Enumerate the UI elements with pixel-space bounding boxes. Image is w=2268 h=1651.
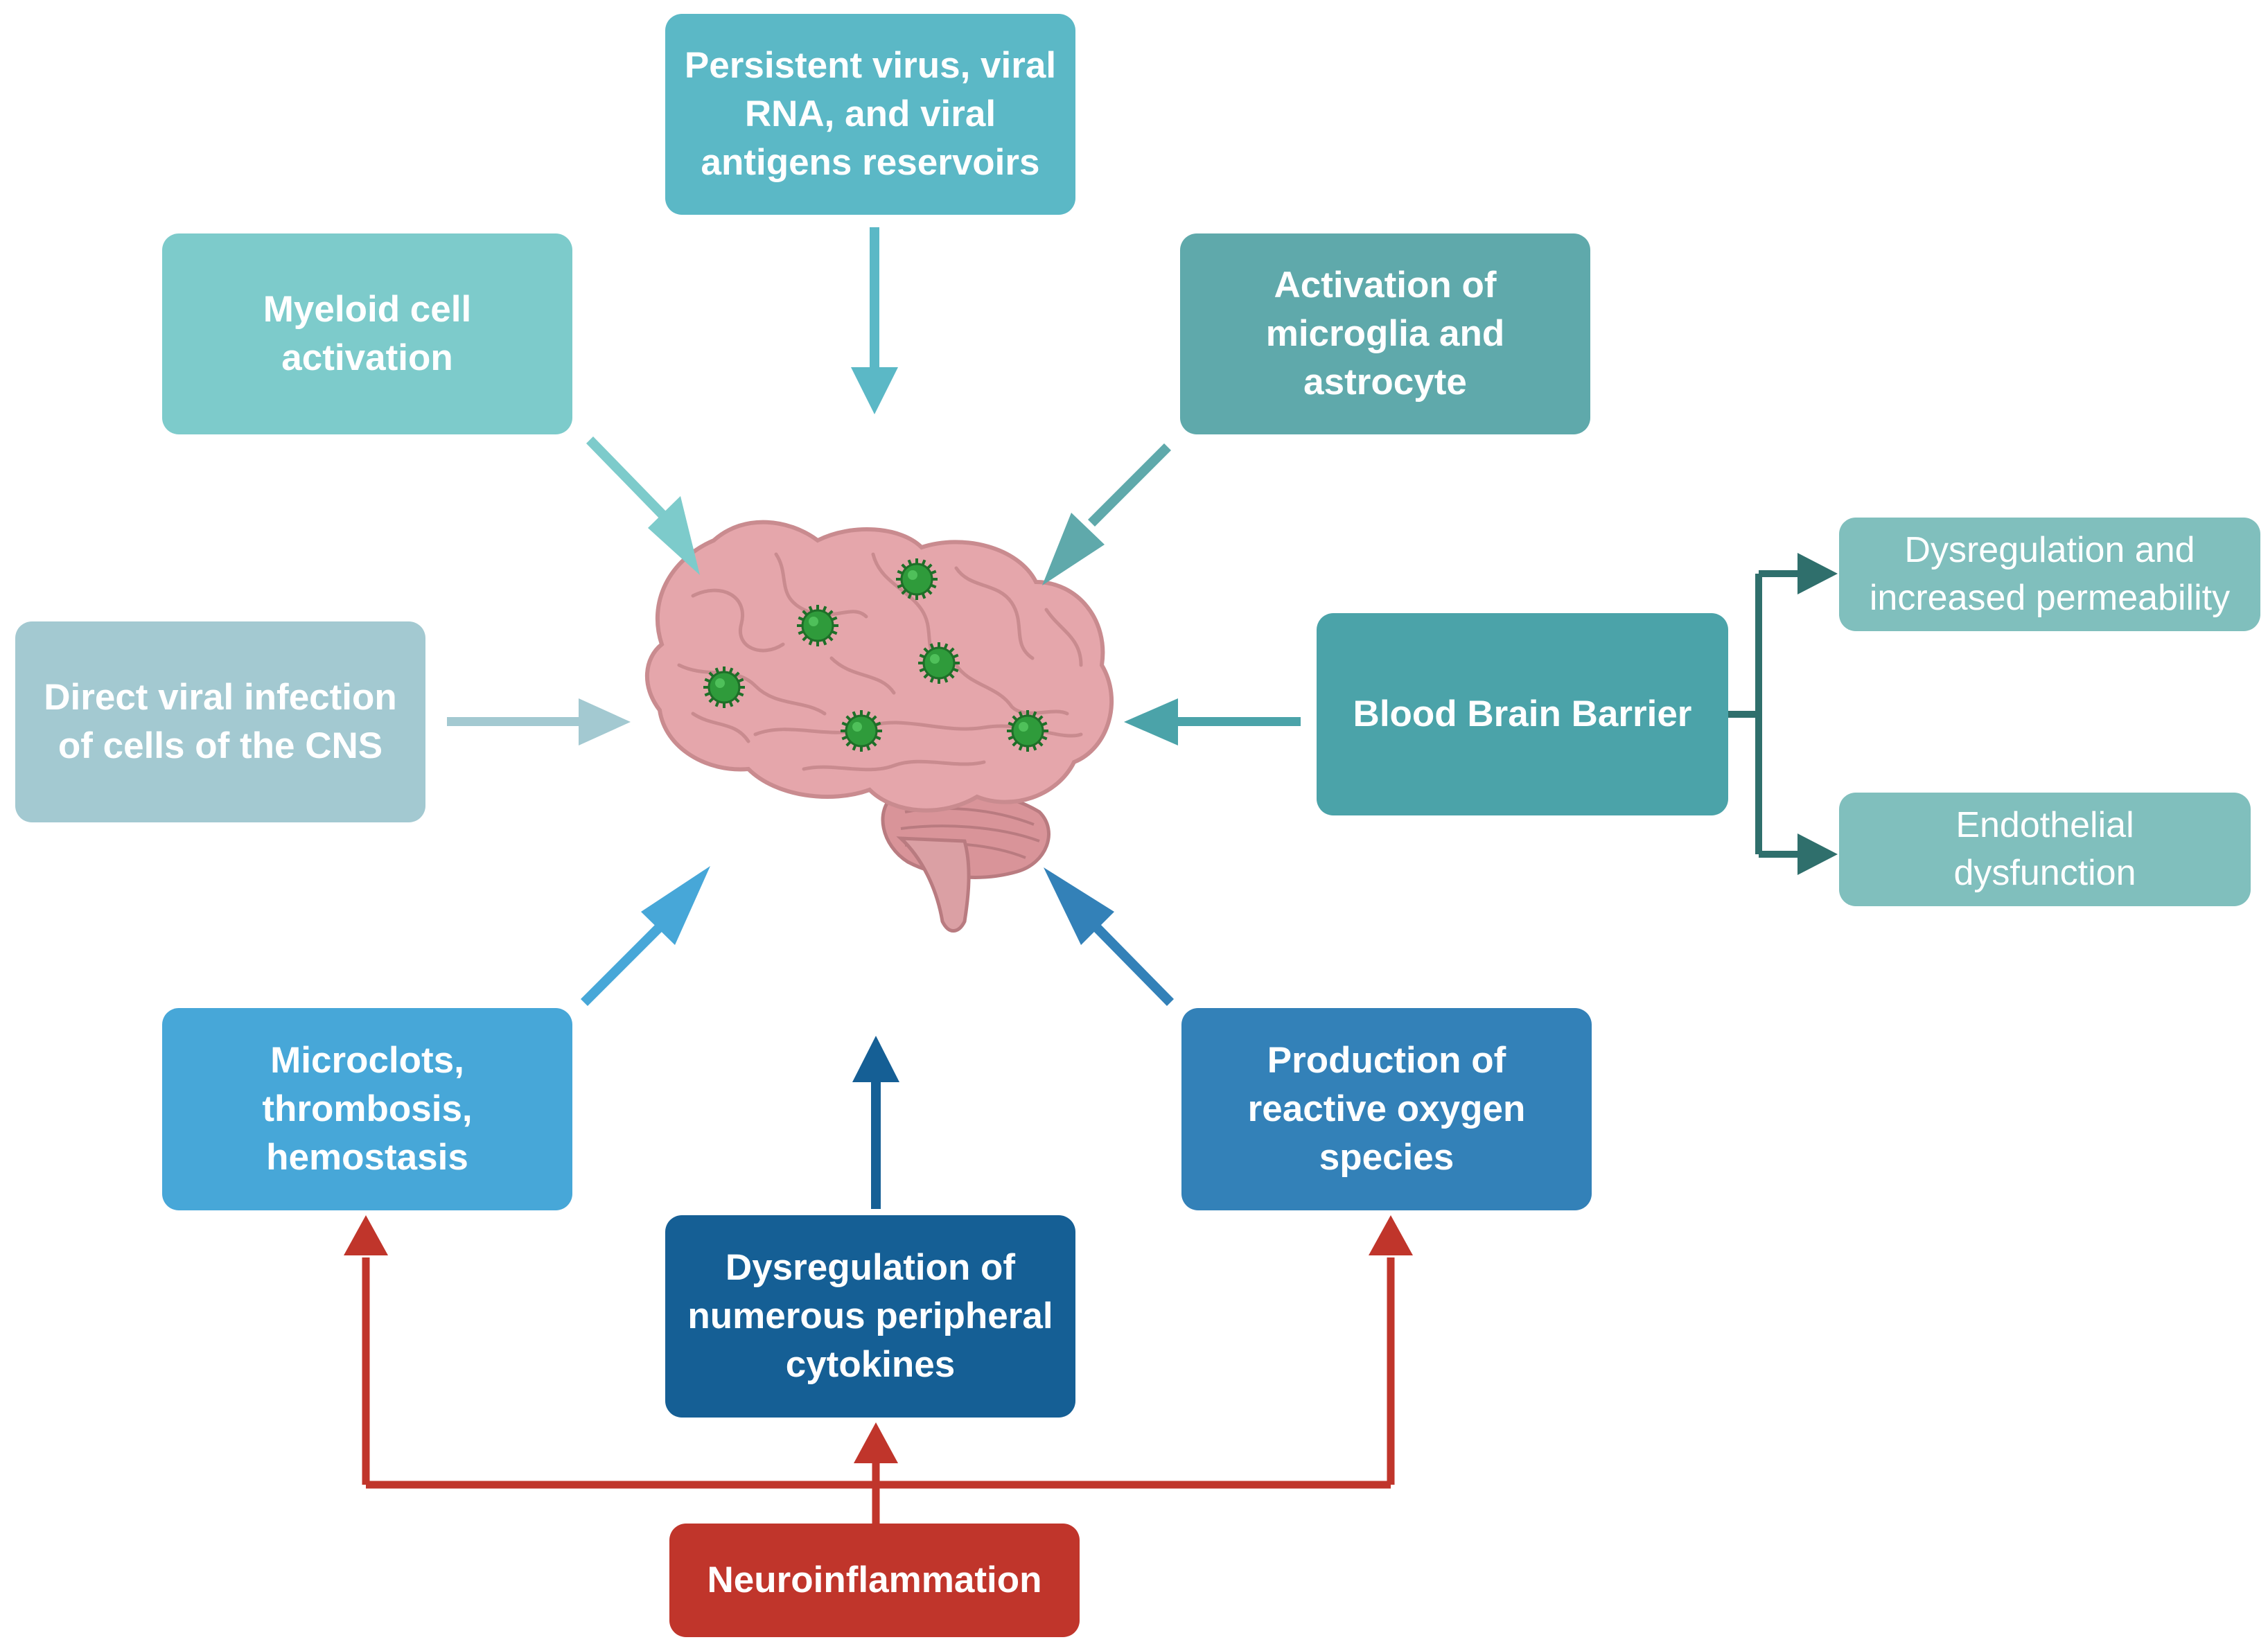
node-label: Direct viral infection of cells of the CN… xyxy=(44,673,397,770)
node-label-line: astrocyte xyxy=(1303,361,1467,403)
node-label-line: numerous peripheral xyxy=(687,1296,1053,1337)
node-label-line: reactive oxygen xyxy=(1247,1088,1526,1130)
brain-icon xyxy=(644,520,1114,933)
cerebrum-shape xyxy=(644,520,1114,813)
node-label-line: Neuroinflammation xyxy=(707,1560,1042,1601)
virus-particle-icon xyxy=(703,666,745,708)
node-label-line: thrombosis, xyxy=(262,1088,473,1130)
node-label-line: Myeloid cell xyxy=(263,289,472,330)
brain-sulci xyxy=(677,552,1083,772)
arrow-bbb-to-brain xyxy=(1124,698,1301,745)
node-direct-viral-infection: Direct viral infection of cells of the CN… xyxy=(15,621,425,822)
node-label: Microclots, thrombosis, hemostasis xyxy=(262,1036,472,1182)
arrow-microclots-to-brain xyxy=(581,866,710,1006)
arrow-microglia-to-brain xyxy=(1042,443,1171,585)
node-label: Myeloid cell activation xyxy=(263,285,471,382)
node-label-line: Endothelial xyxy=(1955,805,2134,846)
arrow-ros-to-brain xyxy=(1044,867,1174,1006)
node-label-line: of cells of the CNS xyxy=(58,725,383,766)
node-label-line: Microclots, xyxy=(270,1040,464,1081)
bbb-branch-arrowheads xyxy=(1797,553,1838,875)
node-label: Endothelial dysfunction xyxy=(1953,802,2136,897)
node-label-line: increased permeability xyxy=(1869,578,2231,618)
node-label-line: activation xyxy=(281,337,453,378)
arrow-persistent-to-brain xyxy=(851,227,898,414)
virus-particle-icon xyxy=(841,710,882,752)
node-peripheral-cytokines: Dysregulation of numerous peripheral cytok… xyxy=(665,1215,1075,1418)
node-microglia-astrocyte-activation: Activation of microglia and astrocyte xyxy=(1180,233,1590,434)
node-reactive-oxygen-species: Production of reactive oxygen species xyxy=(1181,1008,1592,1210)
node-label-line: dysfunction xyxy=(1953,853,2136,893)
virus-particle-icon xyxy=(797,605,838,646)
node-neuroinflammation: Neuroinflammation xyxy=(669,1524,1080,1637)
virus-particles-group xyxy=(703,558,1048,752)
node-label-line: cytokines xyxy=(785,1343,956,1385)
node-label-line: Activation of xyxy=(1274,265,1497,306)
node-myeloid-cell-activation: Myeloid cell activation xyxy=(162,233,572,434)
brainstem-shape xyxy=(896,836,971,933)
node-label-line: Direct viral infection xyxy=(44,677,397,718)
node-endothelial-dysfunction: Endothelial dysfunction xyxy=(1839,793,2251,906)
arrow-direct-to-brain xyxy=(447,698,631,745)
node-label-line: Blood Brain Barrier xyxy=(1353,694,1692,735)
neuroinflammation-arrowheads xyxy=(344,1215,1413,1463)
node-label-line: RNA, and viral xyxy=(744,94,996,135)
node-label: Activation of microglia and astrocyte xyxy=(1266,261,1505,407)
arrow-cytokines-to-brain xyxy=(852,1036,899,1209)
node-blood-brain-barrier: Blood Brain Barrier xyxy=(1317,613,1728,815)
node-label: Blood Brain Barrier xyxy=(1353,690,1692,739)
virus-particle-icon xyxy=(918,642,960,684)
node-label-line: microglia and xyxy=(1265,313,1505,355)
node-label: Dysregulation and increased permeability xyxy=(1870,527,2230,621)
node-label-line: species xyxy=(1319,1136,1454,1178)
node-label-line: hemostasis xyxy=(266,1136,468,1178)
node-label-line: antigens reservoirs xyxy=(701,141,1040,183)
arrow-myeloid-to-brain xyxy=(586,436,700,575)
node-microclots: Microclots, thrombosis, hemostasis xyxy=(162,1008,572,1210)
virus-particle-icon xyxy=(896,558,938,600)
node-label: Production of reactive oxygen species xyxy=(1248,1036,1526,1182)
virus-particle-icon xyxy=(1007,710,1048,752)
node-label-line: Dysregulation and xyxy=(1904,530,2195,571)
node-label: Dysregulation of numerous peripheral cytok… xyxy=(687,1244,1053,1389)
node-label: Neuroinflammation xyxy=(707,1556,1042,1605)
bbb-branch-connector xyxy=(1728,570,1805,858)
node-bbb-dysregulation-permeability: Dysregulation and increased permeability xyxy=(1839,518,2260,631)
node-label-line: Dysregulation of xyxy=(725,1247,1016,1289)
node-label-line: Production of xyxy=(1267,1040,1506,1081)
node-label-line: Persistent virus, viral xyxy=(684,45,1057,87)
